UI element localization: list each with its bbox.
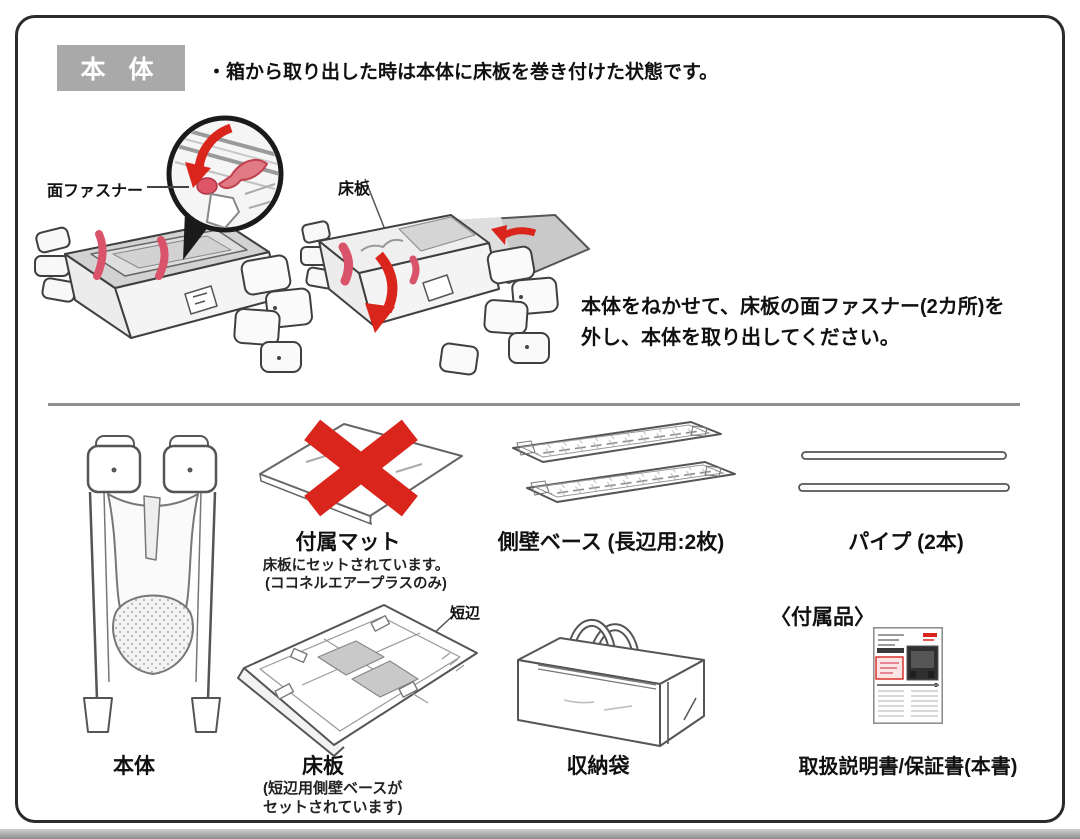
manual-cover-illustration — [873, 627, 943, 724]
manual-label: 取扱説明書/保証書(本書) — [798, 756, 1018, 778]
bag-label: 収納袋 — [566, 755, 630, 778]
section-divider — [48, 403, 1020, 406]
accessories-heading: 〈付属品〉 — [770, 606, 875, 629]
bottom-scroll-bar — [0, 829, 1080, 839]
mat-label: 付属マット — [295, 531, 401, 554]
magnifier-circle-icon — [166, 115, 284, 233]
storage-bag-illustration — [517, 618, 705, 747]
mat-caption-1: 床板にセットされています。 — [262, 558, 450, 574]
red-x-mark — [304, 419, 418, 517]
unpack-instruction: 本体をねかせて、床板の面ファスナー(2カ所)を 外し、本体を取り出してください。 — [581, 292, 1004, 354]
wrapped-body-right-illustration — [300, 178, 590, 376]
folded-crib-illustration — [83, 435, 221, 733]
mat-illustration — [259, 419, 463, 526]
pipes-label: パイプ (2本) — [848, 531, 964, 554]
unpack-instruction-line2: 外し、本体を取り出してください。 — [581, 327, 900, 349]
section-title-box: 本 体 — [57, 45, 185, 91]
floorboard-illustration — [237, 604, 478, 757]
brand-logo-mark — [923, 633, 937, 637]
mat-caption-2: (ココネルエアープラスのみ) — [265, 576, 447, 592]
floorboard-callout-label: 床板 — [338, 181, 371, 198]
floorboard-caption-2: セットされています) — [263, 799, 403, 816]
wrapped-body-left-illustration — [34, 115, 313, 373]
fastener-leader-line — [147, 186, 189, 188]
short-side-tag: 短辺 — [450, 605, 481, 622]
floorboard-caption-1: (短辺用側壁ベースが — [263, 780, 403, 797]
unpack-instruction-line1: 本体をねかせて、床板の面ファスナー(2カ所)を — [581, 296, 1005, 318]
intro-bullet-text: ・箱から取り出した時は本体に床板を巻き付けた状態です。 — [207, 62, 719, 83]
pipes-illustration — [798, 451, 1010, 492]
fastener-callout-label: 面ファスナー — [47, 183, 144, 200]
sidewall-label: 側壁ベース (長辺用:2枚) — [497, 531, 725, 554]
floorboard-label: 床板 — [302, 755, 344, 778]
main-body-label: 本体 — [113, 755, 155, 778]
section-title: 本 体 — [80, 56, 162, 84]
sidewall-bases-illustration — [512, 421, 736, 503]
